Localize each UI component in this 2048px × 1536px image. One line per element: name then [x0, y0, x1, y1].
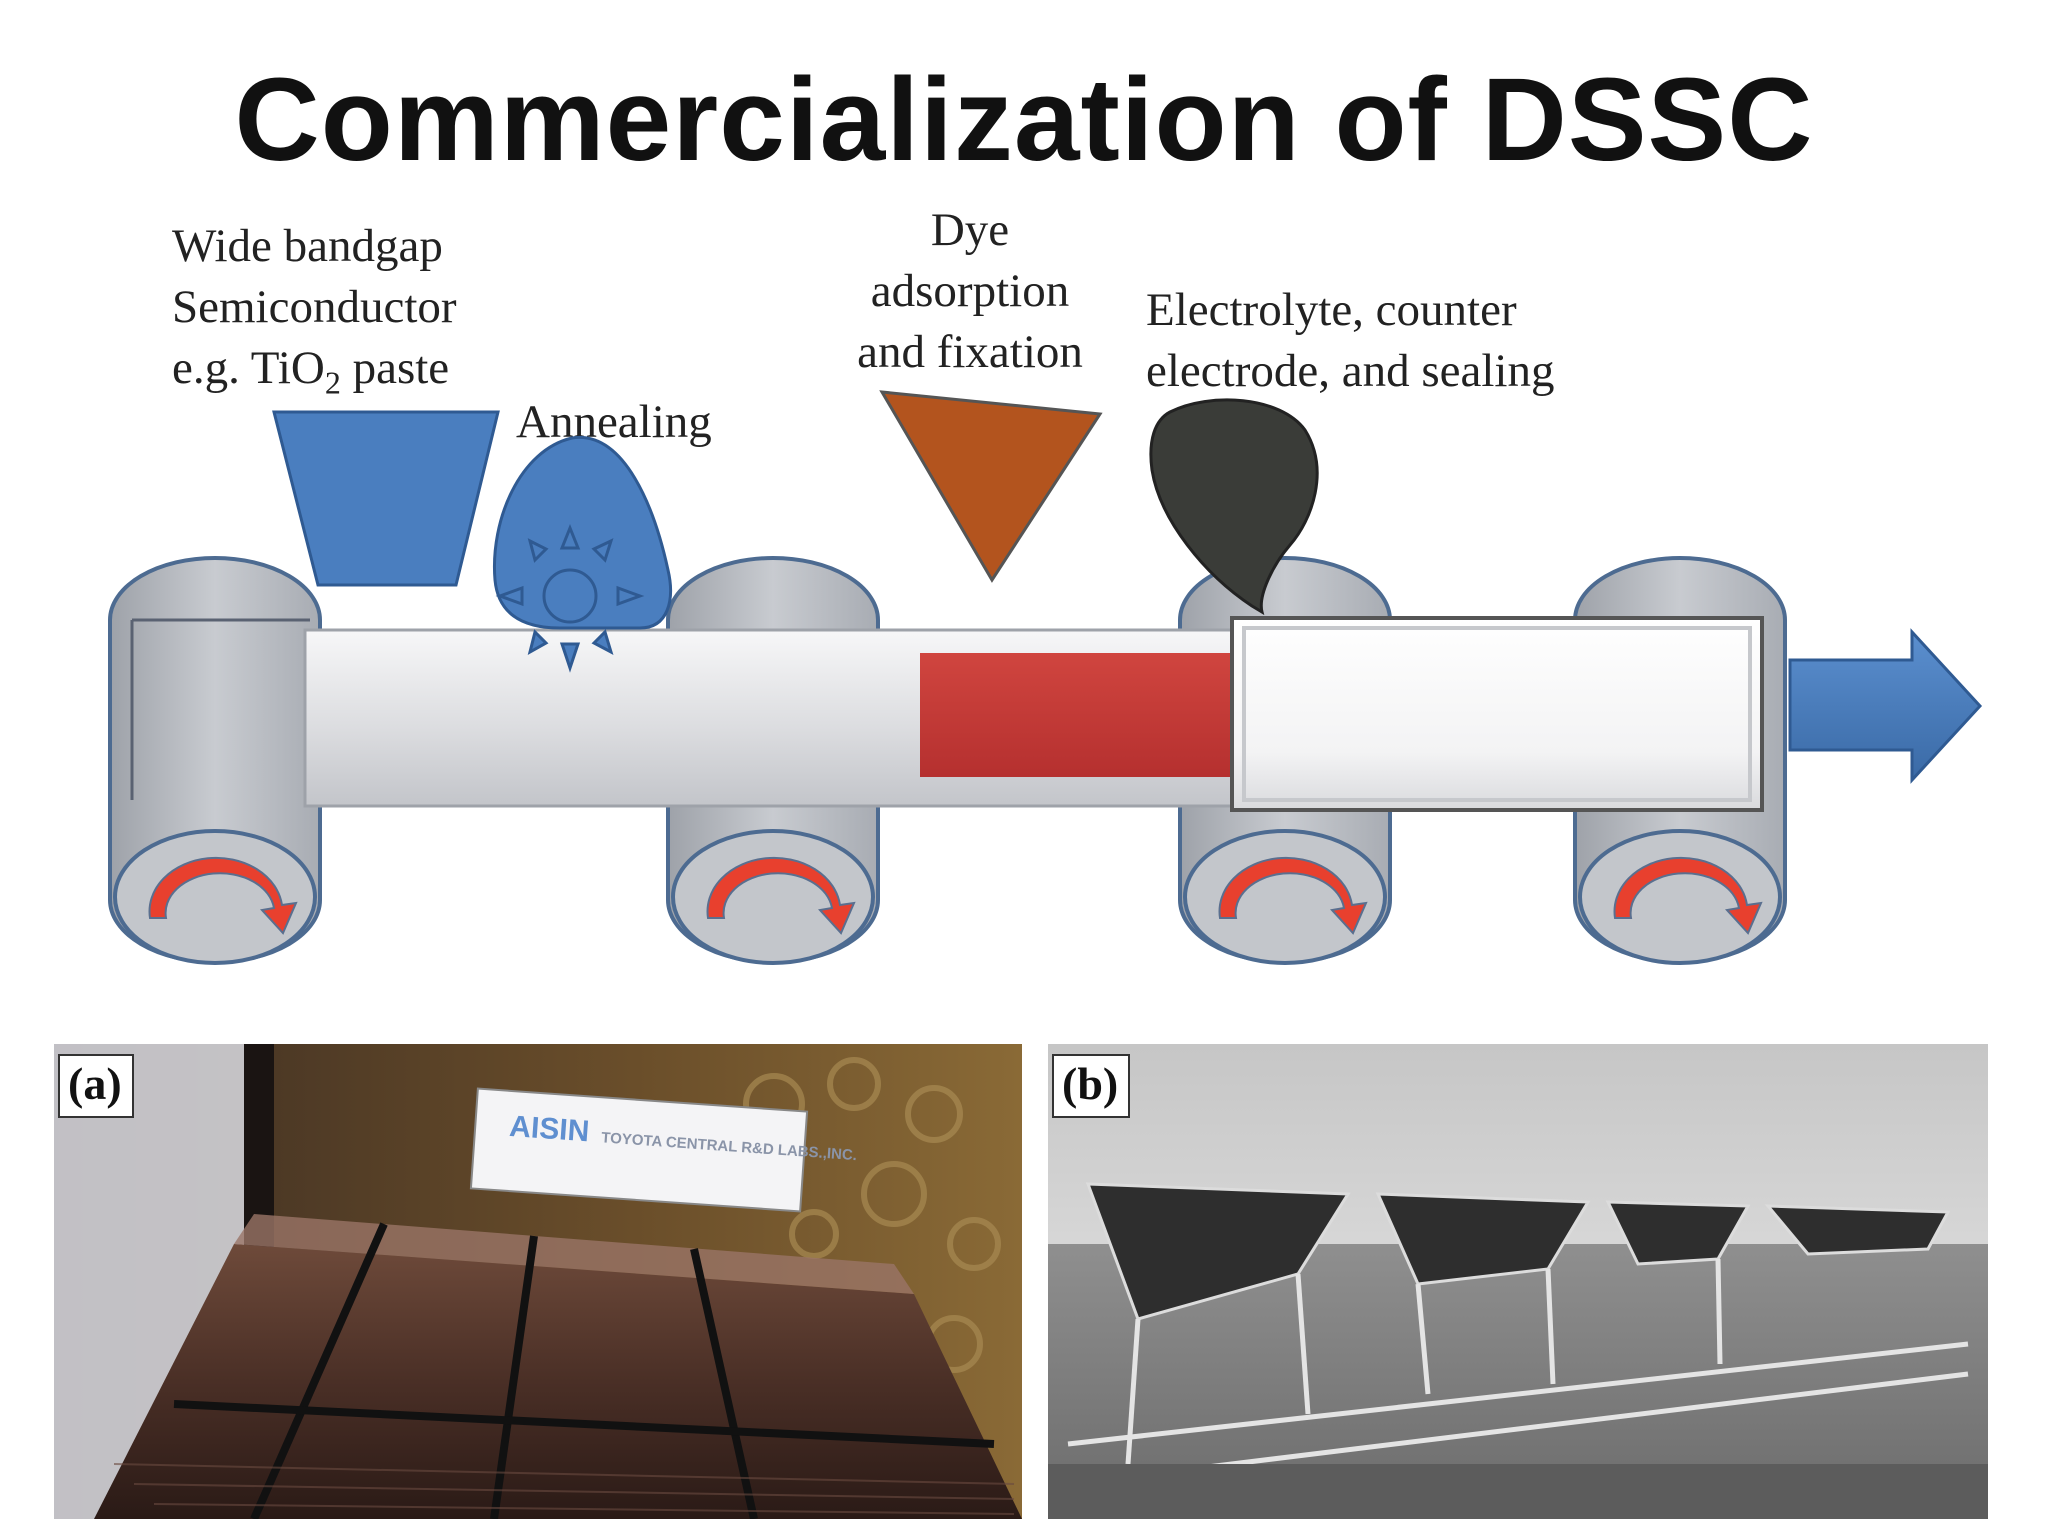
rotation-arrow-icon	[1218, 856, 1368, 935]
semiconductor-label-line3: e.g. TiO2 paste	[172, 338, 457, 413]
sealed-segment	[1230, 616, 1764, 812]
photo-a: AISIN TOYOTA CENTRAL R&D LABS.,INC. (a)	[54, 1044, 1022, 1519]
photo-a-illustration	[54, 1044, 1022, 1519]
semiconductor-label-line1: Wide bandgap	[172, 220, 443, 272]
semiconductor-label: Wide bandgap Semiconductor e.g. TiO2 pas…	[172, 216, 457, 413]
roller-1	[108, 556, 322, 965]
rotation-arrow-icon	[1613, 856, 1763, 935]
dye-label-line1: Dye	[930, 204, 1010, 256]
dye-label: Dye adsorption and fixation	[830, 200, 1110, 383]
dye-triangle-icon	[879, 390, 1103, 583]
electrolyte-label-line2: electrode, and sealing	[1146, 345, 1555, 397]
dye-label-line3: and fixation	[857, 326, 1083, 378]
rotation-arrow-icon	[706, 856, 856, 935]
photo-b: (b)	[1048, 1044, 1988, 1519]
funnel-icon	[272, 410, 500, 587]
semiconductor-label-line2: Semiconductor	[172, 281, 457, 333]
photo-b-solar-panels	[1085, 1182, 1951, 1321]
semiconductor-label-prefix: e.g. TiO	[172, 342, 325, 394]
annealing-label: Annealing	[516, 396, 712, 448]
photo-a-sign-brand: AISIN	[508, 1109, 591, 1149]
photo-b-tag: (b)	[1052, 1054, 1131, 1118]
dye-coated-segment	[920, 653, 1240, 777]
electrolyte-label-line1: Electrolyte, counter	[1146, 284, 1517, 336]
slide-title: Commercialization of DSSC	[234, 54, 1814, 186]
output-arrow-icon	[1788, 628, 1983, 784]
semiconductor-label-suffix: paste	[340, 342, 450, 394]
photo-a-sign	[469, 1087, 809, 1213]
electrolyte-label: Electrolyte, counter electrode, and seal…	[1146, 280, 1554, 402]
semiconductor-label-subscript: 2	[324, 364, 341, 401]
electrode-disc-icon	[1149, 398, 1319, 616]
roll-to-roll-diagram	[108, 390, 1983, 965]
photo-a-tag: (a)	[58, 1054, 134, 1118]
photo-b-illustration	[1048, 1044, 1988, 1519]
sun-icon	[492, 436, 672, 673]
rotation-arrow-icon	[148, 856, 298, 935]
dye-label-line2: adsorption	[870, 265, 1070, 317]
